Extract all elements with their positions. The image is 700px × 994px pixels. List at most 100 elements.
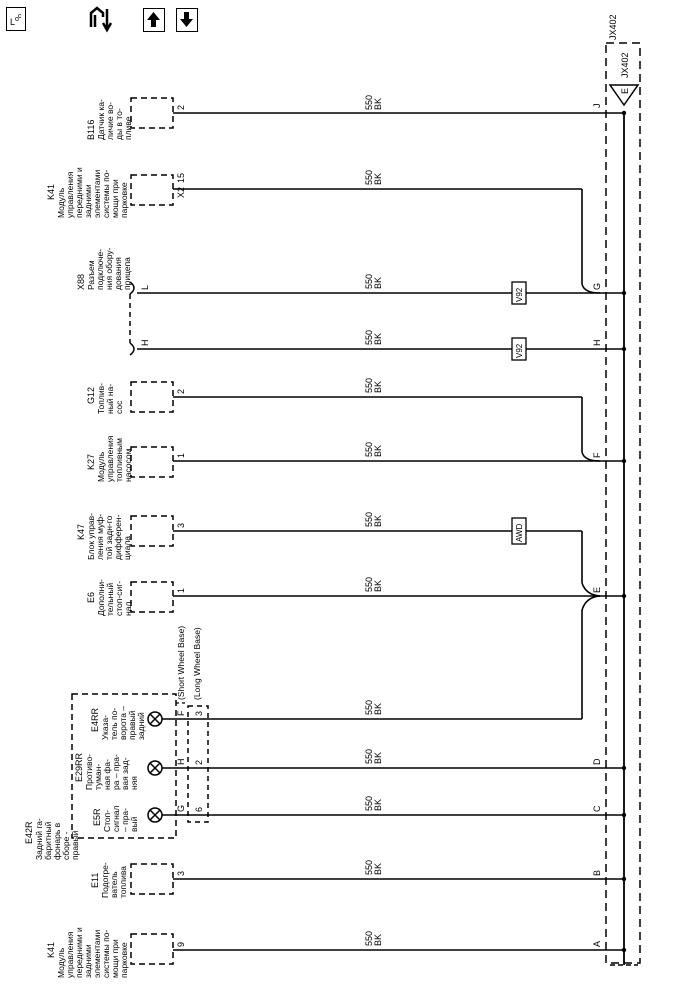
loc-icon: L o c	[10, 13, 22, 27]
loc-button[interactable]: L o c	[6, 7, 26, 31]
description-line: баритный	[43, 821, 53, 860]
description-line: ра – пра-	[111, 754, 121, 790]
description-line: тель по-	[109, 708, 119, 740]
x88-h-option: V92	[515, 343, 524, 358]
description-line: циала	[122, 536, 132, 560]
e4rr-pin-short: F	[176, 710, 186, 716]
description-line: парковке	[119, 182, 129, 218]
wiring-tool-button[interactable]	[88, 5, 114, 33]
e5r-wire-gauge: 550	[364, 796, 374, 811]
description-line: насосом	[123, 448, 133, 482]
long-wheelbase-label: (Long Wheel Base)	[192, 627, 202, 700]
description-line: Задний га-	[34, 818, 44, 860]
e29rr-ref: E29RR	[74, 752, 84, 782]
k41-top-wire-gauge: 550	[364, 170, 374, 185]
description-line: управления	[65, 171, 75, 218]
description-line: вая зад-	[120, 757, 130, 790]
e5r-description: Стоп-сигнал– пра-вый	[102, 805, 139, 832]
b116-ref: B116	[86, 120, 96, 140]
description-line: Указа-	[100, 715, 110, 740]
description-line: вый	[129, 816, 139, 832]
e5r-splice-pin: C	[592, 805, 602, 812]
e6-wire-color: BK	[373, 580, 383, 592]
description-line: задними	[83, 944, 93, 978]
e29rr-wire-color: BK	[373, 752, 383, 764]
description-line: нал	[123, 602, 133, 616]
b116-splice-pin: J	[592, 104, 602, 109]
e11-wire-gauge: 550	[364, 860, 374, 875]
ground-terminal-triangle	[608, 84, 640, 107]
description-line: фонарь в	[52, 822, 62, 860]
description-line: сигнал	[111, 805, 121, 832]
circuit-x88-h: V92 H H 550 BK	[129, 330, 627, 361]
short-wheelbase-label: (Short Wheel Base)	[176, 626, 186, 700]
k41-top-pin: 15	[176, 173, 186, 183]
e4rr-pin-long: 3	[194, 711, 204, 716]
e11-pin: 3	[176, 871, 186, 876]
description-line: Модуль	[96, 451, 106, 482]
e6-pin: 1	[176, 588, 186, 593]
arrow-up-button[interactable]	[143, 8, 165, 32]
x88-splice-h: H	[592, 340, 602, 347]
description-line: дифферен-	[113, 514, 123, 560]
svg-text:c: c	[18, 13, 22, 20]
b116-description: Датчик ка-личие во-ды в то-пливе	[96, 99, 133, 140]
description-line: сос	[114, 400, 124, 414]
b116-wire-color: BK	[373, 98, 383, 110]
k27-wire-color: BK	[373, 445, 383, 457]
x88-pin-h: H	[140, 340, 150, 347]
k41-bottom-splice-pin: A	[592, 941, 602, 947]
description-line: Дополни-	[96, 579, 106, 616]
e11-splice-pin: B	[592, 870, 602, 876]
k47-wire-color: BK	[373, 515, 383, 527]
description-line: мощи при	[110, 179, 120, 218]
description-line: управления	[105, 435, 115, 482]
svg-text:o: o	[15, 16, 19, 23]
description-line: Блок управ-	[86, 513, 96, 560]
k41-bottom-wire-gauge: 550	[364, 931, 374, 946]
e5r-wire-color: BK	[373, 799, 383, 811]
e4rr-wire-gauge: 550	[364, 700, 374, 715]
k47-wire-gauge: 550	[364, 512, 374, 527]
e29rr-description: Противо-туман-ная фа-ра – пра-вая зад-ня…	[84, 754, 139, 790]
e5r-ref: E5R	[92, 808, 102, 826]
circuit-b116: 2 J B116 Датчик ка-личие во-ды в то-плив…	[86, 95, 627, 140]
e29rr-splice-pin: D	[592, 758, 602, 765]
g12-pin: 2	[176, 389, 186, 394]
g12-wire-gauge: 550	[364, 378, 374, 393]
svg-text:L: L	[10, 17, 15, 27]
circuit-g12: 2 G12 Топлив-ный на-сос 550 BK	[86, 378, 601, 462]
k27-wire-gauge: 550	[364, 442, 374, 457]
x88-h-wire-gauge: 550	[364, 330, 374, 345]
description-line: Топлив-	[96, 383, 106, 414]
description-line: туман-	[93, 764, 103, 790]
description-line: Подогре-	[100, 862, 110, 898]
description-line: правый	[70, 830, 80, 860]
description-line: передними и	[74, 167, 84, 218]
k41-top-wire-color: BK	[373, 173, 383, 185]
description-line: подключе-	[95, 249, 105, 290]
arrow-down-button[interactable]	[176, 8, 198, 32]
description-line: ная фа-	[102, 759, 112, 790]
g12-wire-color: BK	[373, 381, 383, 393]
g12-ref: G12	[86, 387, 96, 404]
k41-top-ref: K41	[46, 184, 56, 200]
description-line: системы по-	[101, 170, 111, 218]
description-line: ватель	[109, 871, 119, 898]
k47-ref: K47	[76, 524, 86, 540]
b116-wire-gauge: 550	[364, 95, 374, 110]
ground-splice-block: E JX402 JX402	[605, 14, 641, 966]
description-line: той задн-го	[104, 515, 114, 560]
k27-pin: 1	[176, 453, 186, 458]
k41-bottom-pin: 9	[176, 942, 186, 947]
